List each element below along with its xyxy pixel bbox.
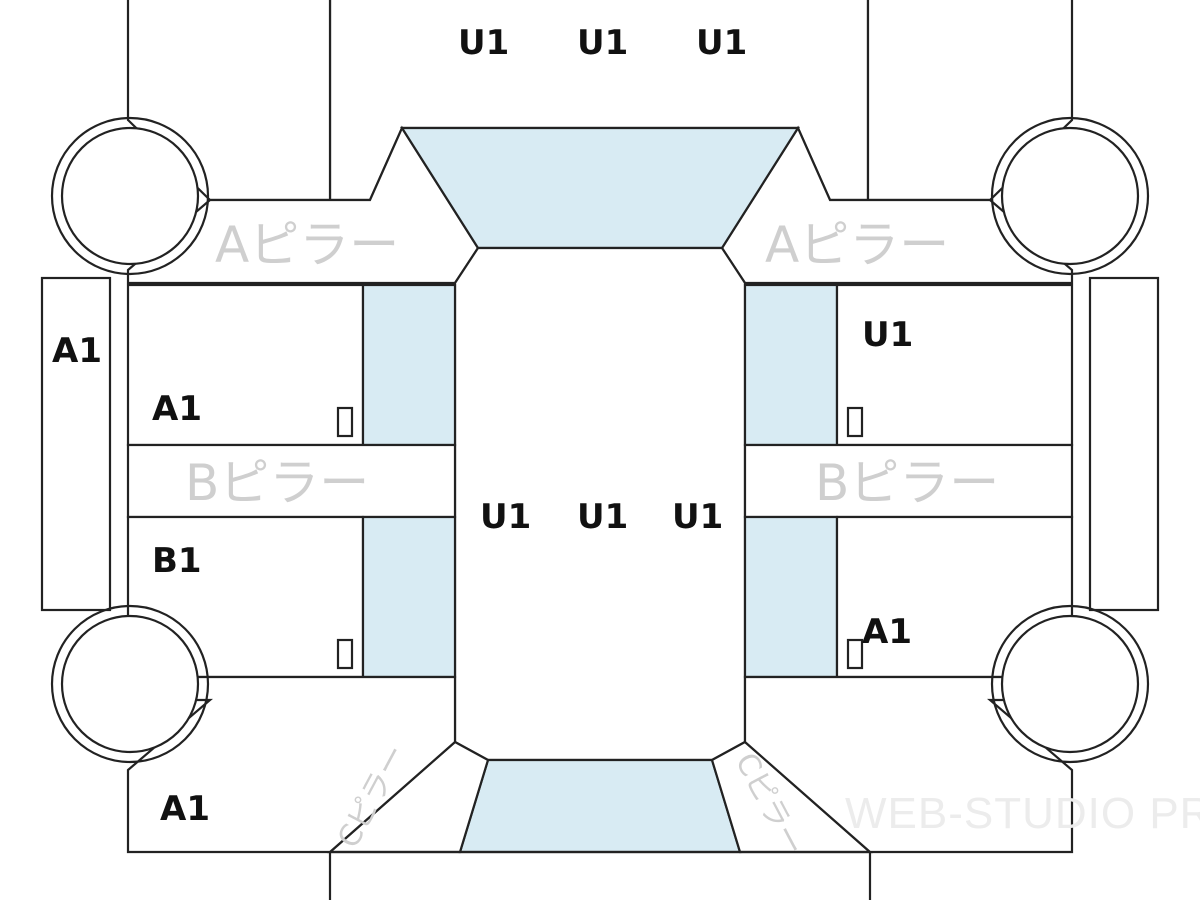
- a-pillar-right-label: Aピラー: [765, 216, 949, 274]
- b-pillar-right-label: Bピラー: [815, 454, 999, 512]
- left-front-door[interactable]: [126, 283, 365, 447]
- left-rear-door-handle: [336, 638, 354, 670]
- wheel-rear-right[interactable]: [1000, 614, 1140, 754]
- wheel-rear-left[interactable]: [60, 614, 200, 754]
- trunk-panel[interactable]: [328, 852, 872, 900]
- grade-left-front-door: A1: [152, 389, 202, 429]
- right-front-door[interactable]: [835, 283, 1074, 447]
- left-rear-quarter[interactable]: [126, 675, 457, 854]
- rear-window[interactable]: [458, 758, 742, 854]
- right-front-door-handle: [846, 406, 864, 438]
- grade-right-front-door: U1: [862, 315, 913, 355]
- grade-roof-1: U1: [458, 23, 509, 63]
- a-pillar-left-label: Aピラー: [215, 216, 399, 274]
- watermark: WEB-STUDIO PRO: [845, 789, 1200, 838]
- b-pillar-left-label: Bピラー: [185, 454, 369, 512]
- right-front-window[interactable]: [743, 283, 839, 447]
- b-pillar-left[interactable]: [126, 443, 457, 519]
- right-rear-window[interactable]: [743, 515, 839, 679]
- grade-center-1: U1: [480, 497, 531, 537]
- grade-left-rocker: A1: [52, 331, 102, 371]
- grade-roof-2: U1: [577, 23, 628, 63]
- left-rocker-panel[interactable]: [40, 276, 112, 612]
- grade-right-rear-door: A1: [862, 612, 912, 652]
- wheel-arch-rear-right: [990, 604, 1150, 764]
- wheel-front-left[interactable]: [60, 126, 200, 266]
- left-rear-window[interactable]: [361, 515, 457, 679]
- grade-roof-3: U1: [696, 23, 747, 63]
- b-pillar-right[interactable]: [743, 443, 1074, 519]
- right-rear-door-handle: [846, 638, 864, 670]
- right-rear-quarter[interactable]: [743, 675, 1074, 854]
- right-rocker-panel[interactable]: [1088, 276, 1160, 612]
- grade-center-3: U1: [672, 497, 723, 537]
- wheel-arch-front-left: [50, 116, 210, 276]
- grade-left-rear-door: B1: [152, 541, 202, 581]
- grade-left-rear-quarter: A1: [160, 789, 210, 829]
- grade-center-2: U1: [577, 497, 628, 537]
- left-front-window[interactable]: [361, 283, 457, 447]
- wheel-arch-front-right: [990, 116, 1150, 276]
- wheel-front-right[interactable]: [1000, 126, 1140, 266]
- wheel-arch-rear-left: [50, 604, 210, 764]
- left-front-door-handle: [336, 406, 354, 438]
